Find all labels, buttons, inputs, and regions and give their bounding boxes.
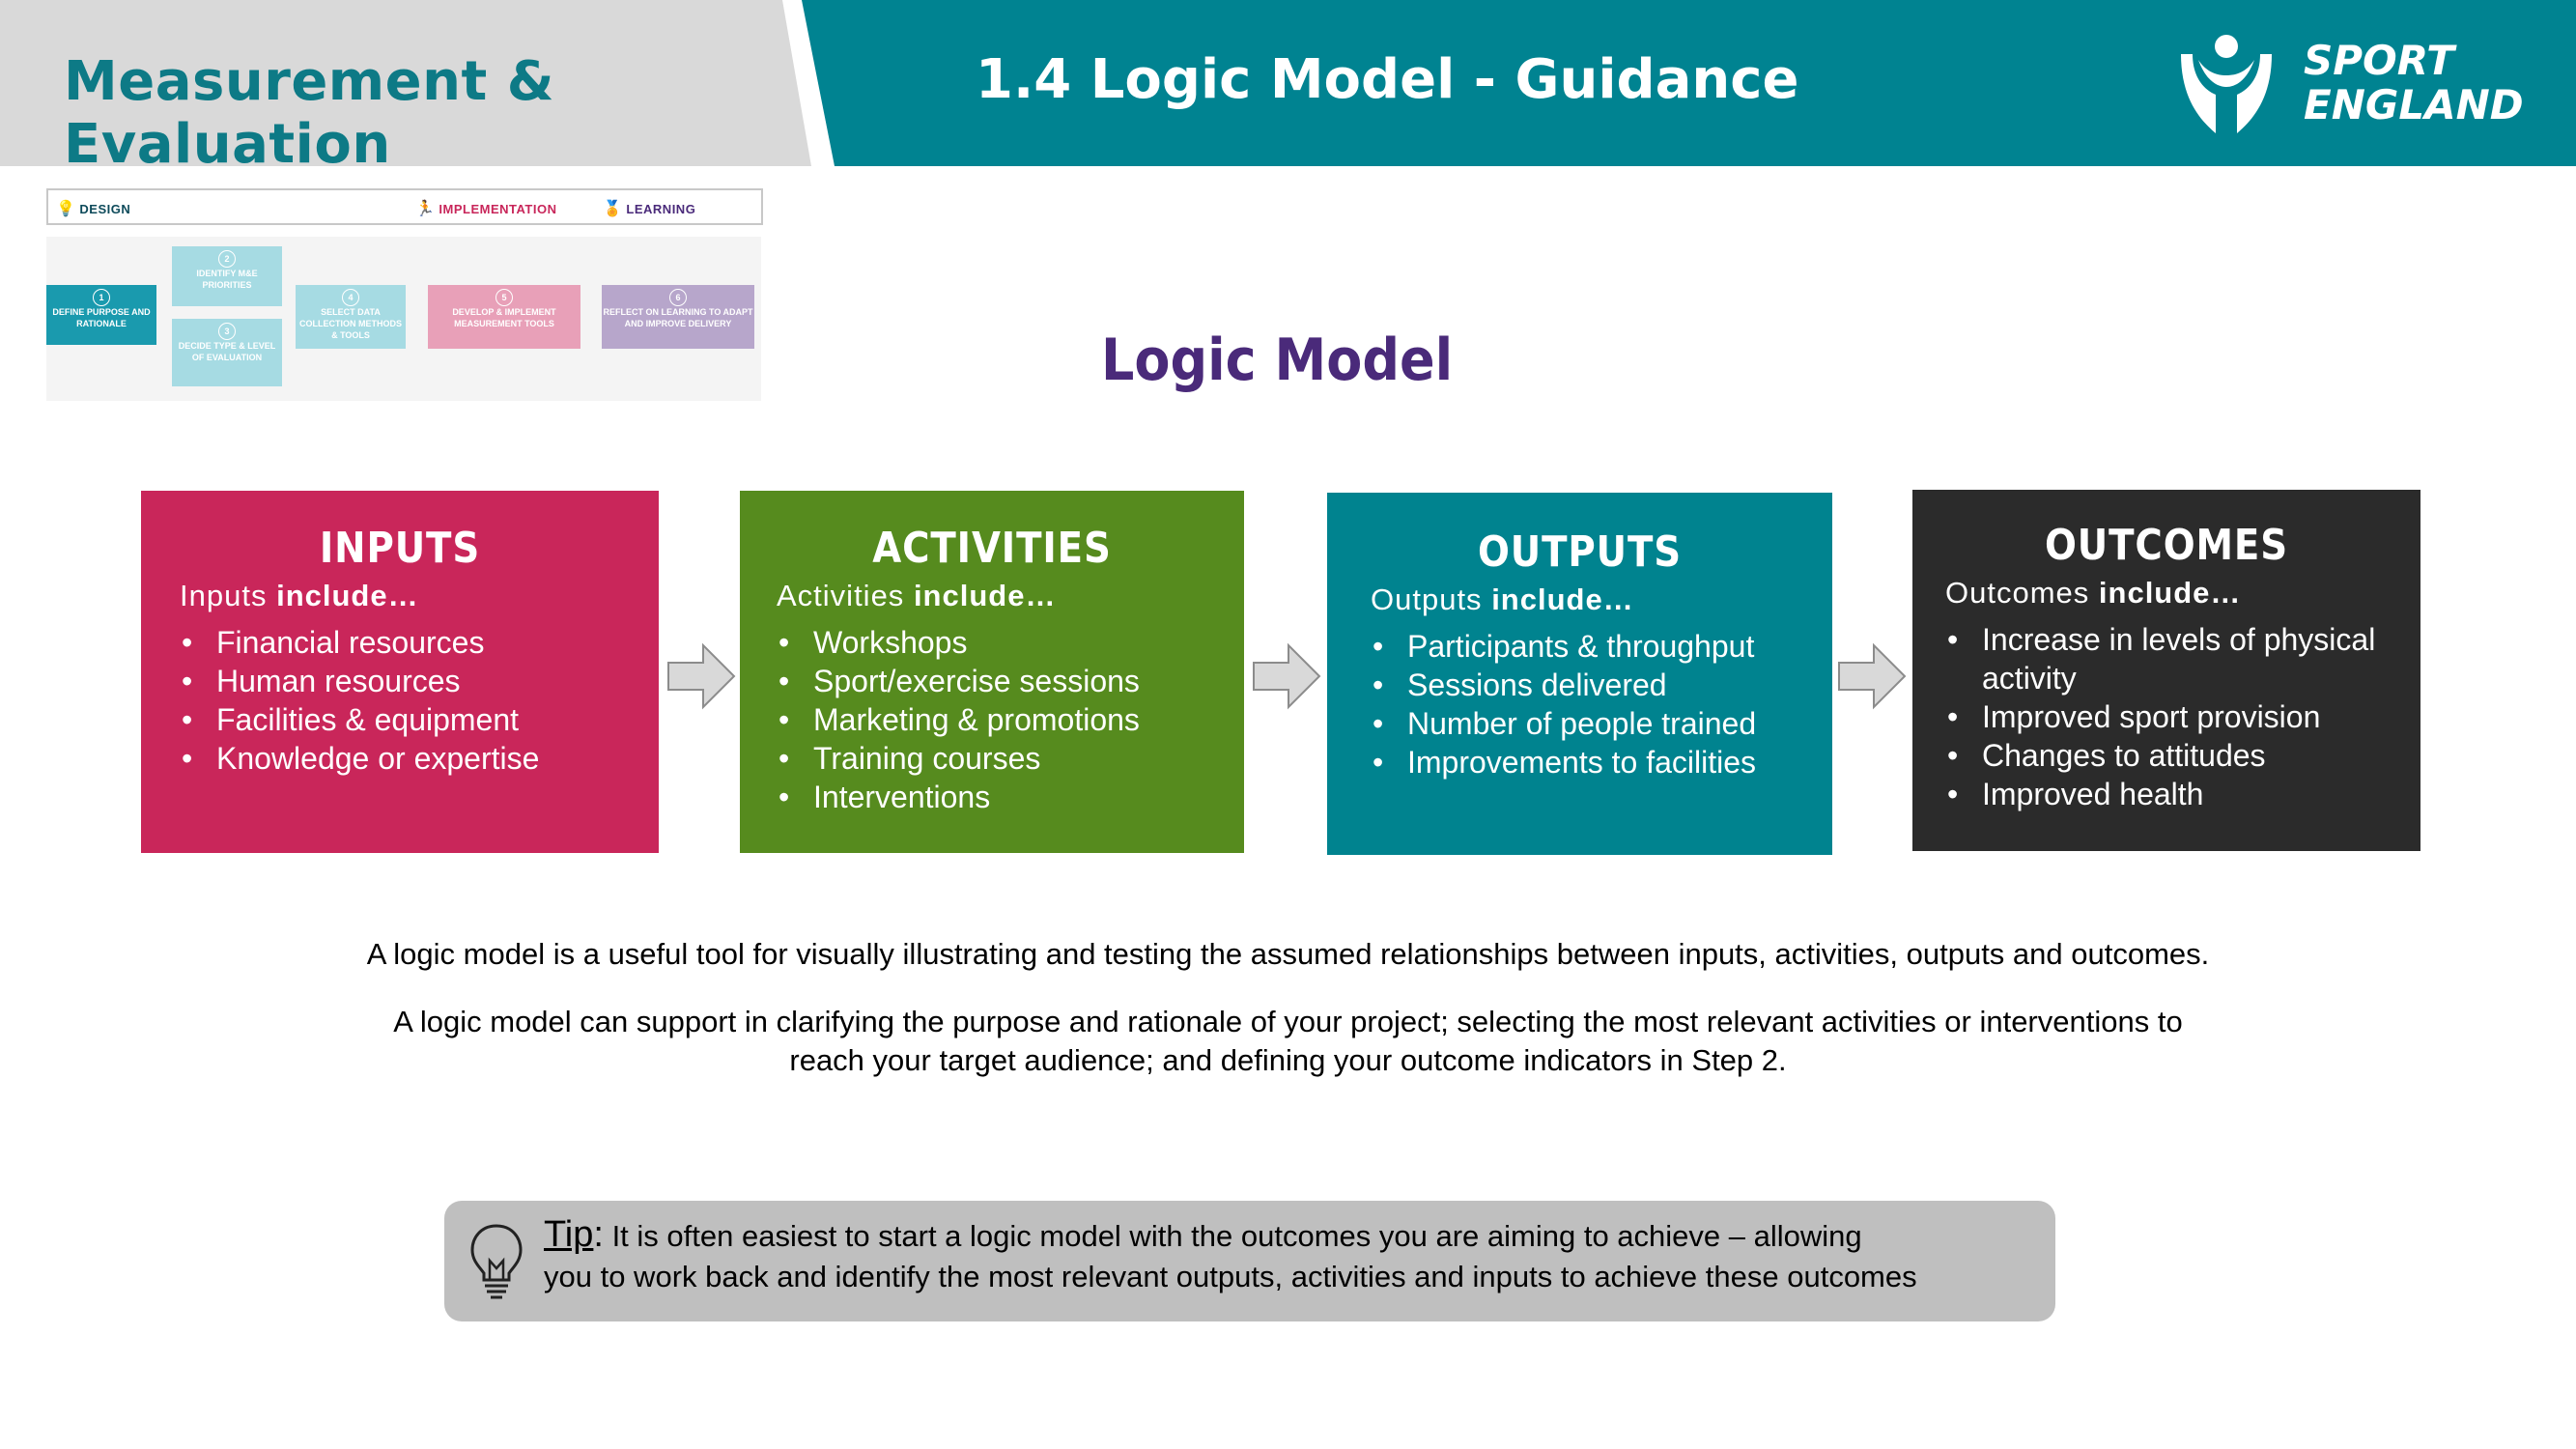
description-paragraph-2-line-1: A logic model can support in clarifying … <box>393 1005 2183 1038</box>
step-label: SELECT DATA COLLECTION METHODS & TOOLS <box>299 307 402 340</box>
phase-implementation-label: IMPLEMENTATION <box>439 202 557 216</box>
step-number: 4 <box>342 289 359 306</box>
description-paragraph-1: A logic model is a useful tool for visua… <box>366 937 2210 971</box>
process-strip: 💡DESIGN 🏃IMPLEMENTATION 🏅LEARNING 1 DEFI… <box>46 188 766 401</box>
list-item: Sport/exercise sessions <box>777 662 1244 700</box>
step-5: 5 DEVELOP & IMPLEMENT MEASUREMENT TOOLS <box>428 285 580 349</box>
list-item: Improved sport provision <box>1945 697 2420 736</box>
inputs-subheading: Inputs include… <box>180 579 659 613</box>
inputs-heading: INPUTS <box>319 524 481 573</box>
list-item: Increase in levels of physical activity <box>1945 620 2420 697</box>
description-paragraph-2: A logic model can support in clarifying … <box>0 1003 2576 1080</box>
outcomes-box: OUTCOMES Outcomes include… Increase in l… <box>1912 490 2420 851</box>
outcomes-list: Increase in levels of physical activity … <box>1945 620 2420 813</box>
subheading-bold: include… <box>1491 582 1634 616</box>
list-item: Participants & throughput <box>1371 627 1832 666</box>
logic-model-title: Logic Model <box>1101 327 1454 394</box>
step-3: 3 DECIDE TYPE & LEVEL OF EVALUATION <box>172 319 282 386</box>
subheading-bold: include… <box>276 579 419 612</box>
description-paragraph-2-line-2: reach your target audience; and defining… <box>789 1043 1787 1077</box>
step-4: 4 SELECT DATA COLLECTION METHODS & TOOLS <box>296 285 406 349</box>
tip-label: Tip <box>544 1214 594 1255</box>
logo-line-sport: SPORT <box>2304 37 2454 84</box>
phase-design-label: DESIGN <box>79 202 131 216</box>
tip-line-1: It is often easiest to start a logic mod… <box>603 1219 1862 1253</box>
phase-bar: 💡DESIGN 🏃IMPLEMENTATION 🏅LEARNING <box>46 188 763 225</box>
inputs-list: Financial resources Human resources Faci… <box>180 623 659 778</box>
logo-line-england: ENGLAND <box>2304 81 2524 128</box>
step-number: 6 <box>669 289 687 306</box>
step-label: IDENTIFY M&E PRIORITIES <box>196 269 258 290</box>
medal-icon: 🏅 <box>603 201 623 217</box>
outcomes-heading: OUTCOMES <box>2044 521 2289 570</box>
lightbulb-icon: 💡 <box>56 201 76 217</box>
step-label: DEVELOP & IMPLEMENT MEASUREMENT TOOLS <box>452 307 556 328</box>
list-item: Facilities & equipment <box>180 700 659 739</box>
phase-learning-label: LEARNING <box>626 202 696 216</box>
list-item: Interventions <box>777 778 1244 816</box>
list-item: Changes to attitudes <box>1945 736 2420 775</box>
list-item: Workshops <box>777 623 1244 662</box>
runner-icon: 🏃 <box>415 201 436 217</box>
arrow-right-icon <box>1253 642 1321 710</box>
arrow-right-icon <box>1838 642 1907 710</box>
header-section-banner: Measurement & Evaluation <box>0 0 811 166</box>
inputs-box: INPUTS Inputs include… Financial resourc… <box>141 491 659 853</box>
activities-heading: ACTIVITIES <box>872 524 1112 573</box>
arrow-right-icon <box>667 642 736 710</box>
tip-box: Tip: It is often easiest to start a logi… <box>444 1201 2055 1321</box>
step-label: DECIDE TYPE & LEVEL OF EVALUATION <box>178 341 276 362</box>
tip-line-2: you to work back and identify the most r… <box>544 1260 1917 1293</box>
subheading-bold: include… <box>2098 576 2242 610</box>
list-item: Sessions delivered <box>1371 666 1832 704</box>
subheading-plain: Activities <box>777 579 905 612</box>
phase-implementation: 🏃IMPLEMENTATION <box>415 199 557 218</box>
activities-list: Workshops Sport/exercise sessions Market… <box>777 623 1244 816</box>
list-item: Knowledge or expertise <box>180 739 659 778</box>
list-item: Human resources <box>180 662 659 700</box>
list-item: Number of people trained <box>1371 704 1832 743</box>
activities-subheading: Activities include… <box>777 579 1244 613</box>
section-title: Measurement & Evaluation <box>64 50 555 176</box>
step-2: 2 IDENTIFY M&E PRIORITIES <box>172 246 282 306</box>
step-label: REFLECT ON LEARNING TO ADAPT AND IMPROVE… <box>603 307 753 328</box>
list-item: Financial resources <box>180 623 659 662</box>
subheading-plain: Outputs <box>1371 582 1483 616</box>
tip-text: Tip: It is often easiest to start a logi… <box>544 1214 2041 1297</box>
tip-colon: : <box>593 1214 604 1255</box>
step-number: 5 <box>495 289 513 306</box>
logo-text: SPORT ENGLAND <box>2304 39 2524 128</box>
step-1: 1 DEFINE PURPOSE AND RATIONALE <box>46 285 156 345</box>
step-label: DEFINE PURPOSE AND RATIONALE <box>52 307 151 328</box>
step-number: 2 <box>218 250 236 268</box>
header-page-banner: 1.4 Logic Model - Guidance <box>802 0 2576 166</box>
sport-england-emblem-icon <box>2181 35 2272 133</box>
subheading-plain: Inputs <box>180 579 268 612</box>
list-item: Improved health <box>1945 775 2420 813</box>
activities-box: ACTIVITIES Activities include… Workshops… <box>740 491 1244 853</box>
step-6: 6 REFLECT ON LEARNING TO ADAPT AND IMPRO… <box>602 285 754 349</box>
phase-design: 💡DESIGN <box>56 199 130 218</box>
step-number: 3 <box>218 323 236 340</box>
subheading-bold: include… <box>913 579 1057 612</box>
list-item: Marketing & promotions <box>777 700 1244 739</box>
outputs-subheading: Outputs include… <box>1371 582 1832 617</box>
outputs-heading: OUTPUTS <box>1477 527 1683 577</box>
list-item: Improvements to facilities <box>1371 743 1832 781</box>
page-title: 1.4 Logic Model - Guidance <box>976 48 1799 111</box>
outcomes-subheading: Outcomes include… <box>1945 576 2420 611</box>
lightbulb-icon <box>470 1224 523 1299</box>
outputs-box: OUTPUTS Outputs include… Participants & … <box>1327 493 1832 855</box>
list-item: Training courses <box>777 739 1244 778</box>
outputs-list: Participants & throughput Sessions deliv… <box>1371 627 1832 781</box>
sport-england-logo: SPORT ENGLAND <box>2173 25 2531 141</box>
phase-learning: 🏅LEARNING <box>603 199 695 218</box>
subheading-plain: Outcomes <box>1945 576 2090 610</box>
step-number: 1 <box>93 289 110 306</box>
